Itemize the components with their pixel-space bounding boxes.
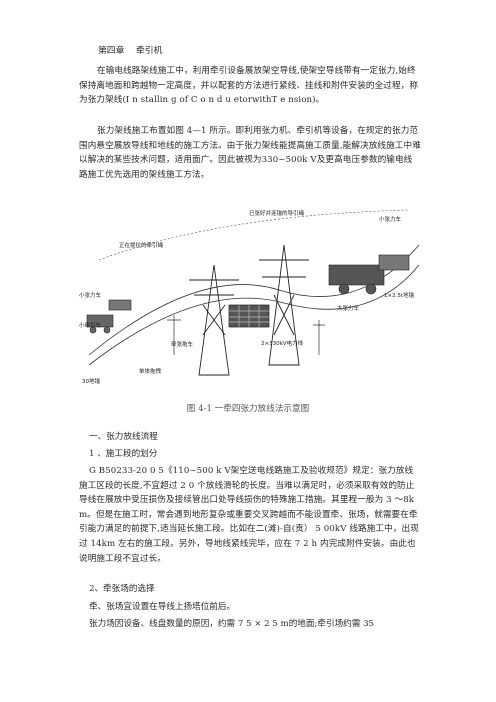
small-puller — [86, 314, 114, 334]
guide-rope-line — [98, 209, 410, 261]
stringing-figure: 已张好并连锚的导引绳 小张力车 正在提拉的牵引绳 小张力车 小牵引车 30地锚 … — [79, 205, 421, 385]
tower-2 — [259, 244, 309, 366]
figure-caption: 图 4-1 一牵四张力放线法示意图 — [186, 404, 310, 414]
label-right-low: 1×2.5t地锚 — [384, 291, 415, 299]
tower-1 — [189, 264, 239, 376]
subsection-heading-2: 2、牵张场的选择 — [89, 584, 155, 594]
section-paragraph-2: 牵、张场宜设置在导线上扬塔位前后。 — [89, 602, 236, 612]
label-left-mid: 小张力车 — [79, 291, 102, 299]
label-left-low: 小牵引车 — [79, 321, 102, 329]
section-heading-1: 一、张力放线流程 — [89, 432, 158, 442]
crossing-frame — [228, 304, 270, 328]
label-mid-low: 牵张拖车 — [171, 340, 194, 348]
intro-paragraph-1: 在输电线路架线施工中，利用牵引设备展放架空导线,使架空导线带有一定张力,始终保持… — [79, 66, 419, 106]
label-right-mid: 大张力车 — [337, 304, 360, 312]
chapter-heading: 第四章 牵引机 — [98, 46, 163, 56]
big-tension-machine — [328, 254, 410, 295]
power-poles — [167, 315, 325, 355]
section-paragraph-1: G B50233-20 0 5《110~500 k V架空送电线路施工及验收规范… — [79, 466, 419, 564]
section-paragraph-3: 张力场因设备、线盘数量的原因，约需 7 5 × 2 5 m的地面;牵引场约需 3… — [89, 619, 375, 629]
subsection-heading-1: 1 、施工段的划分 — [89, 449, 158, 459]
label-bottom-mid: 单体拖拽 — [139, 367, 162, 375]
small-tensioner — [108, 299, 132, 311]
label-bottom-left: 30地锚 — [82, 377, 100, 385]
label-top-mid: 已张好并连锚的导引绳 — [249, 209, 305, 217]
conductor-line-2 — [88, 264, 420, 366]
label-top-right: 小张力车 — [379, 215, 402, 223]
label-left-top: 正在提拉的牵引绳 — [119, 241, 164, 249]
intro-paragraph-2: 张力架线施工布置如图 4—1 所示。即利用张力机、牵引机等设备，在规定的张力范围… — [79, 126, 421, 180]
stringing-diagram: 已张好并连锚的导引绳 小张力车 正在提拉的牵引绳 小张力车 小牵引车 30地锚 … — [79, 209, 420, 385]
conductor-line-1 — [88, 244, 420, 356]
label-mid-power: 2×330kV电力线 — [261, 339, 304, 347]
